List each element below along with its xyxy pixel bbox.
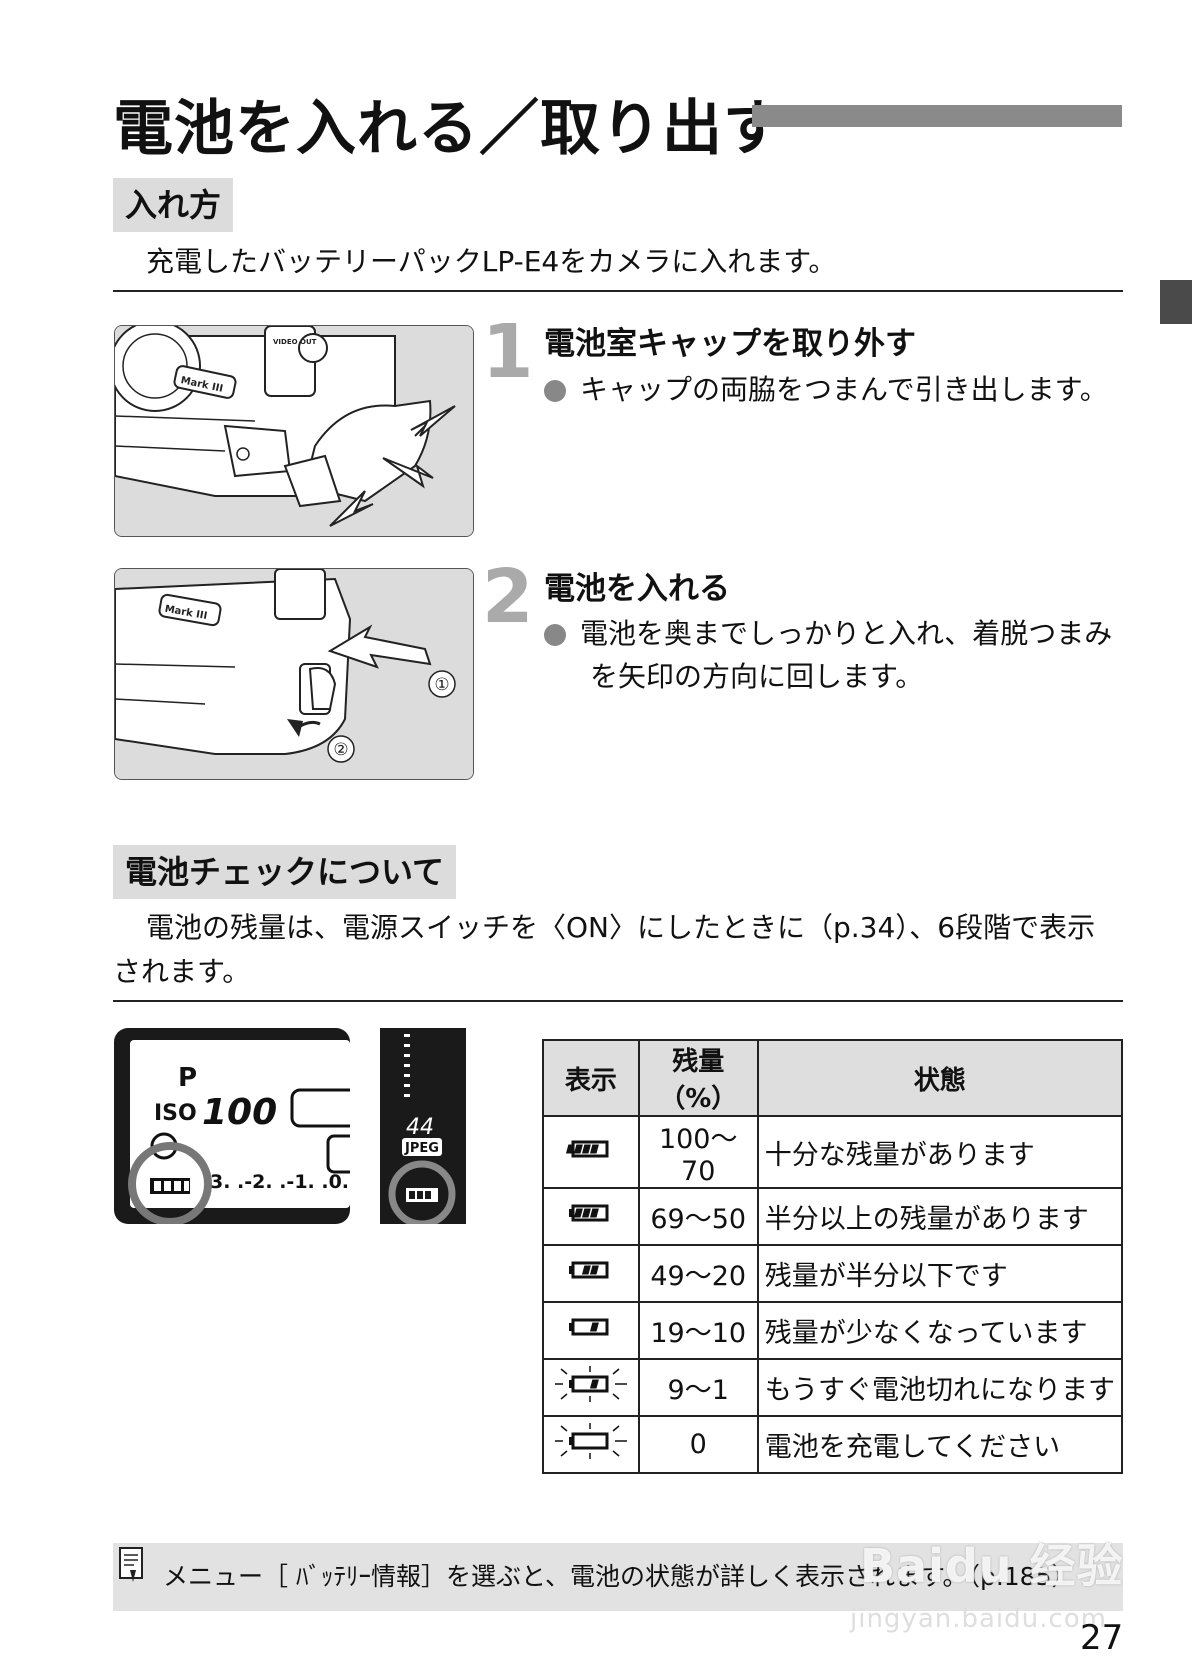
battery-segment <box>589 1144 599 1153</box>
note-box <box>113 1543 1123 1611</box>
cell-status: 残量が半分以下です <box>756 1244 1124 1303</box>
step-number-2: 2 <box>482 554 534 640</box>
step1-bullet: キャップの両脇をつまんで引き出します。 <box>544 368 1124 411</box>
header-display: 表示 <box>542 1039 640 1117</box>
format-label: JPEG <box>404 1141 439 1156</box>
watermark-url: jingyan.baidu.com <box>850 1604 1107 1634</box>
battery-level-icon <box>565 1140 609 1157</box>
section-heading-insert: 入れ方 <box>113 178 234 232</box>
step-number-1: 1 <box>482 309 534 395</box>
cell-remaining: 69〜50 <box>637 1187 759 1246</box>
divider <box>113 1000 1123 1002</box>
cell-display <box>542 1187 640 1246</box>
cell-remaining: 49〜20 <box>637 1244 759 1303</box>
battery-segment <box>589 1265 599 1275</box>
cell-remaining: 19〜10 <box>637 1301 759 1360</box>
step2-bullet-text: 電池を奥までしっかりと入れ、着脱つまみを矢印の方向に回します。 <box>580 617 1113 693</box>
step1-illustration: Mark III VIDEO OUT <box>114 325 474 537</box>
battery-level-icon <box>554 1366 627 1402</box>
video-out-label: VIDEO OUT <box>273 338 317 346</box>
step1-bullet-text: キャップの両脇をつまんで引き出します。 <box>580 373 1108 406</box>
shots-remaining: 44 <box>406 1115 434 1140</box>
exposure-scale: 3. .-2. .-1. .0. . <box>210 1171 350 1193</box>
battery-segment <box>589 1322 599 1332</box>
iso-label: ISO <box>154 1101 197 1126</box>
cell-display <box>542 1415 640 1474</box>
bullet-icon <box>544 380 566 402</box>
battery-level-icon <box>568 1318 609 1336</box>
cell-status: 十分な残量があります <box>756 1115 1124 1189</box>
header-status: 状態 <box>756 1039 1124 1117</box>
rear-lcd-panel: 44 JPEG <box>380 1028 466 1228</box>
cell-display <box>542 1115 640 1189</box>
cell-status: もうすぐ電池切れになります <box>756 1358 1124 1417</box>
cell-display <box>542 1244 640 1303</box>
note-icon <box>118 1546 144 1588</box>
battery-segment <box>589 1208 599 1218</box>
cell-display <box>542 1301 640 1360</box>
top-lcd-panel: P ISO 100 3. .-2. .-1. .0. . <box>114 1028 370 1226</box>
mode-indicator: P <box>178 1063 197 1093</box>
cell-display <box>542 1358 640 1417</box>
cell-remaining: 0 <box>637 1415 759 1474</box>
step2-title: 電池を入れる <box>544 571 730 607</box>
watermark-logo: Baidu 经验 <box>860 1539 1124 1593</box>
insert-intro: 充電したバッテリーパックLP-E4をカメラに入れます。 <box>146 245 837 278</box>
battery-level-icon <box>568 1204 609 1222</box>
battery-segment <box>589 1379 599 1389</box>
header-remaining: 残量（%） <box>637 1039 759 1117</box>
step2-illustration: Mark III ① ② <box>114 568 474 780</box>
divider <box>113 290 1123 292</box>
cell-status: 電池を充電してください <box>756 1415 1124 1474</box>
iso-value: 100 <box>202 1092 277 1133</box>
table-header-row: 表示 残量（%） 状態 <box>542 1039 1124 1117</box>
chapter-tab <box>1160 280 1192 324</box>
battery-segment <box>581 1208 591 1218</box>
callout-2: ② <box>333 740 348 760</box>
step1-title: 電池室キャップを取り外す <box>544 326 916 362</box>
cell-remaining: 9〜1 <box>637 1358 759 1417</box>
battery-segment <box>581 1144 591 1153</box>
cell-remaining: 100〜70 <box>637 1115 759 1189</box>
battery-level-icon <box>568 1261 609 1279</box>
cell-status: 半分以上の残量があります <box>756 1187 1124 1246</box>
page-title: 電池を入れる／取り出す <box>113 94 784 164</box>
cell-status: 残量が少なくなっています <box>756 1301 1124 1360</box>
callout-1: ① <box>434 675 449 695</box>
battery-level-icon <box>554 1423 627 1459</box>
note-text: メニュー［ ﾊﾞｯﾃﾘｰ情報］を選ぶと、電池の状態が詳しく表示されます。（p.1… <box>163 1562 1077 1591</box>
section-heading-battery-check: 電池チェックについて <box>113 845 457 899</box>
page-number: 27 <box>1080 1618 1124 1658</box>
battery-check-intro: 電池の残量は、電源スイッチを〈ON〉にしたときに（p.34）、6段階で表示されま… <box>113 911 1096 988</box>
battery-segment <box>581 1265 591 1275</box>
battery-segment <box>573 1208 583 1218</box>
battery-segment <box>573 1144 583 1153</box>
title-bar <box>752 105 1122 127</box>
bullet-icon <box>544 624 566 646</box>
step2-bullet: 電池を奥までしっかりと入れ、着脱つまみを矢印の方向に回します。 <box>544 612 1124 698</box>
battery-segment <box>565 1144 575 1153</box>
